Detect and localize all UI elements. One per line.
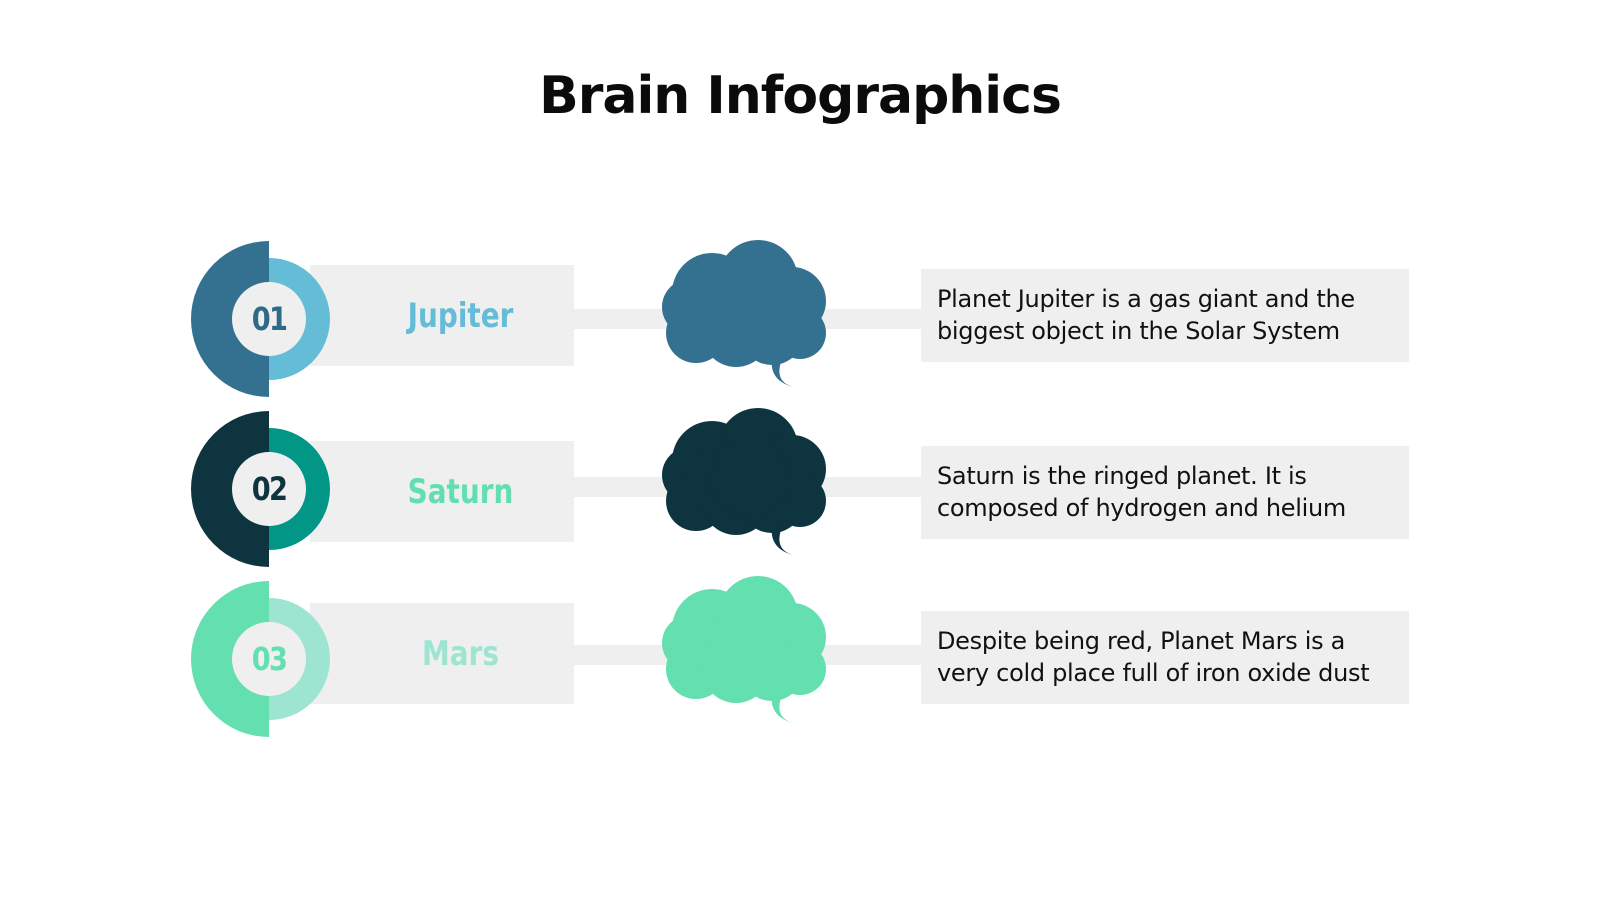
number-badge: 03 (191, 581, 347, 737)
page-title: Brain Infographics (539, 66, 1062, 126)
description-box: Despite being red, Planet Mars is a very… (921, 611, 1409, 704)
badge-number: 02 (251, 470, 288, 508)
description-box: Planet Jupiter is a gas giant and the bi… (921, 269, 1409, 362)
half-ring-icon (191, 411, 330, 567)
half-ring-icon (191, 581, 330, 737)
planet-name: Mars (422, 633, 499, 674)
infographic-row-saturn: 02 Saturn Saturn is the ringed planet. I… (0, 408, 1600, 571)
brain-icon (662, 408, 826, 556)
description-line: very cold place full of iron oxide dust (937, 659, 1370, 687)
half-ring-icon (191, 241, 330, 397)
description-line: Saturn is the ringed planet. It is (937, 462, 1307, 490)
infographic-row-jupiter: 01 Jupiter Planet Jupiter is a gas giant… (0, 240, 1600, 401)
badge-number: 01 (251, 300, 288, 338)
infographic-row-mars: 03 Mars Despite being red, Planet Mars i… (0, 576, 1600, 741)
label-box (310, 441, 574, 542)
description-line: composed of hydrogen and helium (937, 494, 1346, 522)
label-box (310, 603, 574, 704)
description-line: biggest object in the Solar System (937, 317, 1340, 345)
badge-number: 03 (251, 640, 288, 678)
description-box: Saturn is the ringed planet. It is compo… (921, 446, 1409, 539)
description-line: Planet Jupiter is a gas giant and the (937, 285, 1355, 313)
description-line: Despite being red, Planet Mars is a (937, 627, 1346, 655)
number-badge: 01 (191, 241, 347, 397)
label-box (310, 265, 574, 366)
brain-icon (662, 240, 826, 388)
brain-icon (662, 576, 826, 724)
planet-name: Jupiter (407, 295, 514, 336)
number-badge: 02 (191, 411, 347, 567)
planet-name: Saturn (407, 471, 514, 512)
